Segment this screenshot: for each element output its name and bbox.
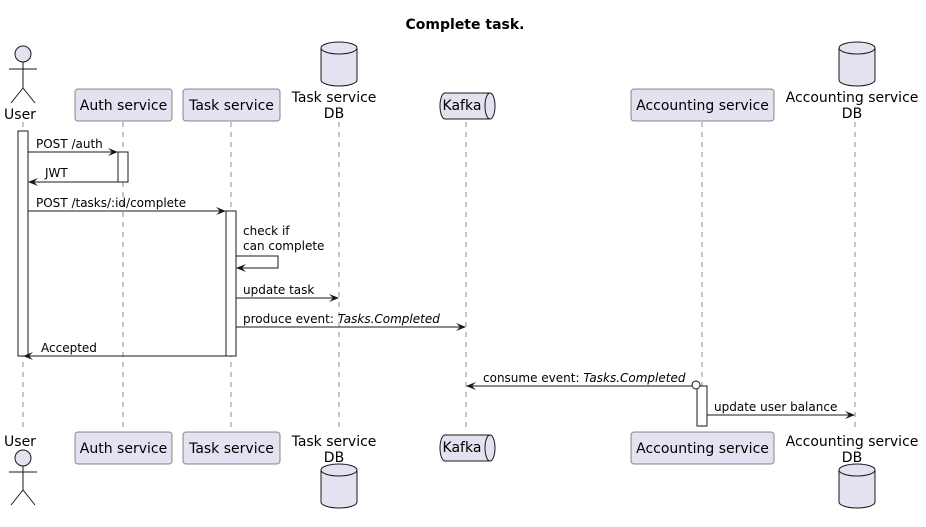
participant-accounting-service-db-top: Accounting service DB — [786, 41, 919, 122]
svg-text:POST /auth: POST /auth — [36, 137, 103, 151]
participant-accounting-service-db-bottom: Accounting service DB — [786, 434, 919, 509]
participant-task-service-db-bottom: Task service DB — [291, 434, 377, 509]
svg-text:POST /tasks/:id/complete: POST /tasks/:id/complete — [36, 196, 186, 210]
participant-label: Accounting service — [636, 441, 769, 457]
message-accepted: Accepted — [23, 341, 226, 360]
message-jwt: JWT — [28, 166, 118, 186]
svg-text:check if: check if — [243, 224, 290, 238]
svg-text:update task: update task — [243, 283, 314, 297]
message-update-balance: update user balance — [707, 400, 855, 419]
actor-head-icon — [14, 449, 32, 467]
svg-text:consume event: Tasks.Completed: consume event: Tasks.Completed — [483, 371, 686, 385]
activation-user — [17, 130, 29, 357]
activation-auth-service — [117, 151, 129, 183]
participant-task-service-db-top: Task service DB — [291, 41, 377, 122]
participant-label: Kafka — [443, 440, 482, 456]
database-icon — [838, 41, 876, 87]
message-post-complete: POST /tasks/:id/complete — [28, 196, 226, 215]
participant-label-line2: DB — [842, 106, 862, 122]
async-circle-icon — [691, 380, 701, 390]
participant-label-line1: Task service — [291, 90, 377, 106]
participant-kafka-top: Kafka — [439, 92, 496, 120]
activation-accounting-service — [696, 385, 708, 427]
participant-label-line1: Task service — [291, 434, 377, 450]
participant-label-line2: DB — [324, 450, 344, 466]
participant-label: Auth service — [80, 98, 167, 114]
activation-task-service — [225, 210, 237, 357]
participant-label: Kafka — [443, 98, 482, 114]
svg-text:produce event: Tasks.Completed: produce event: Tasks.Completed — [243, 312, 440, 326]
actor-body-icon — [9, 62, 37, 104]
svg-text:update user balance: update user balance — [714, 400, 837, 414]
participant-label: Accounting service — [636, 98, 769, 114]
database-icon — [320, 463, 358, 509]
svg-text:JWT: JWT — [44, 166, 68, 180]
database-icon — [320, 41, 358, 87]
message-consume-event: consume event: Tasks.Completed — [466, 371, 701, 390]
participant-label-line2: DB — [842, 450, 862, 466]
participant-accounting-service-top: Accounting service — [630, 88, 775, 122]
participant-label: Task service — [188, 98, 274, 114]
participant-label: User — [4, 434, 36, 450]
participant-accounting-service-bottom: Accounting service — [630, 431, 775, 465]
message-update-task: update task — [236, 283, 339, 302]
participant-user-top: User — [4, 45, 37, 123]
message-produce-event: produce event: Tasks.Completed — [236, 312, 466, 331]
participant-label-line1: Accounting service — [786, 90, 919, 106]
message-check-self: check if can complete — [236, 224, 324, 272]
participant-task-service-top: Task service — [182, 88, 281, 122]
diagram-title: Complete task. — [406, 17, 525, 33]
database-icon — [838, 463, 876, 509]
participant-label: Auth service — [80, 441, 167, 457]
participant-user-bottom: User — [4, 434, 37, 506]
participant-label: User — [4, 107, 36, 123]
actor-head-icon — [14, 45, 32, 63]
actor-body-icon — [9, 466, 37, 506]
svg-text:can complete: can complete — [243, 239, 324, 253]
participant-label-line2: DB — [324, 106, 344, 122]
svg-text:Accepted: Accepted — [41, 341, 97, 355]
participant-label: Task service — [188, 441, 274, 457]
message-post-auth: POST /auth — [28, 137, 118, 156]
participant-task-service-bottom: Task service — [182, 431, 281, 465]
participant-auth-service-top: Auth service — [74, 88, 173, 122]
participant-kafka-bottom: Kafka — [439, 434, 496, 462]
participant-auth-service-bottom: Auth service — [74, 431, 173, 465]
participant-label-line1: Accounting service — [786, 434, 919, 450]
